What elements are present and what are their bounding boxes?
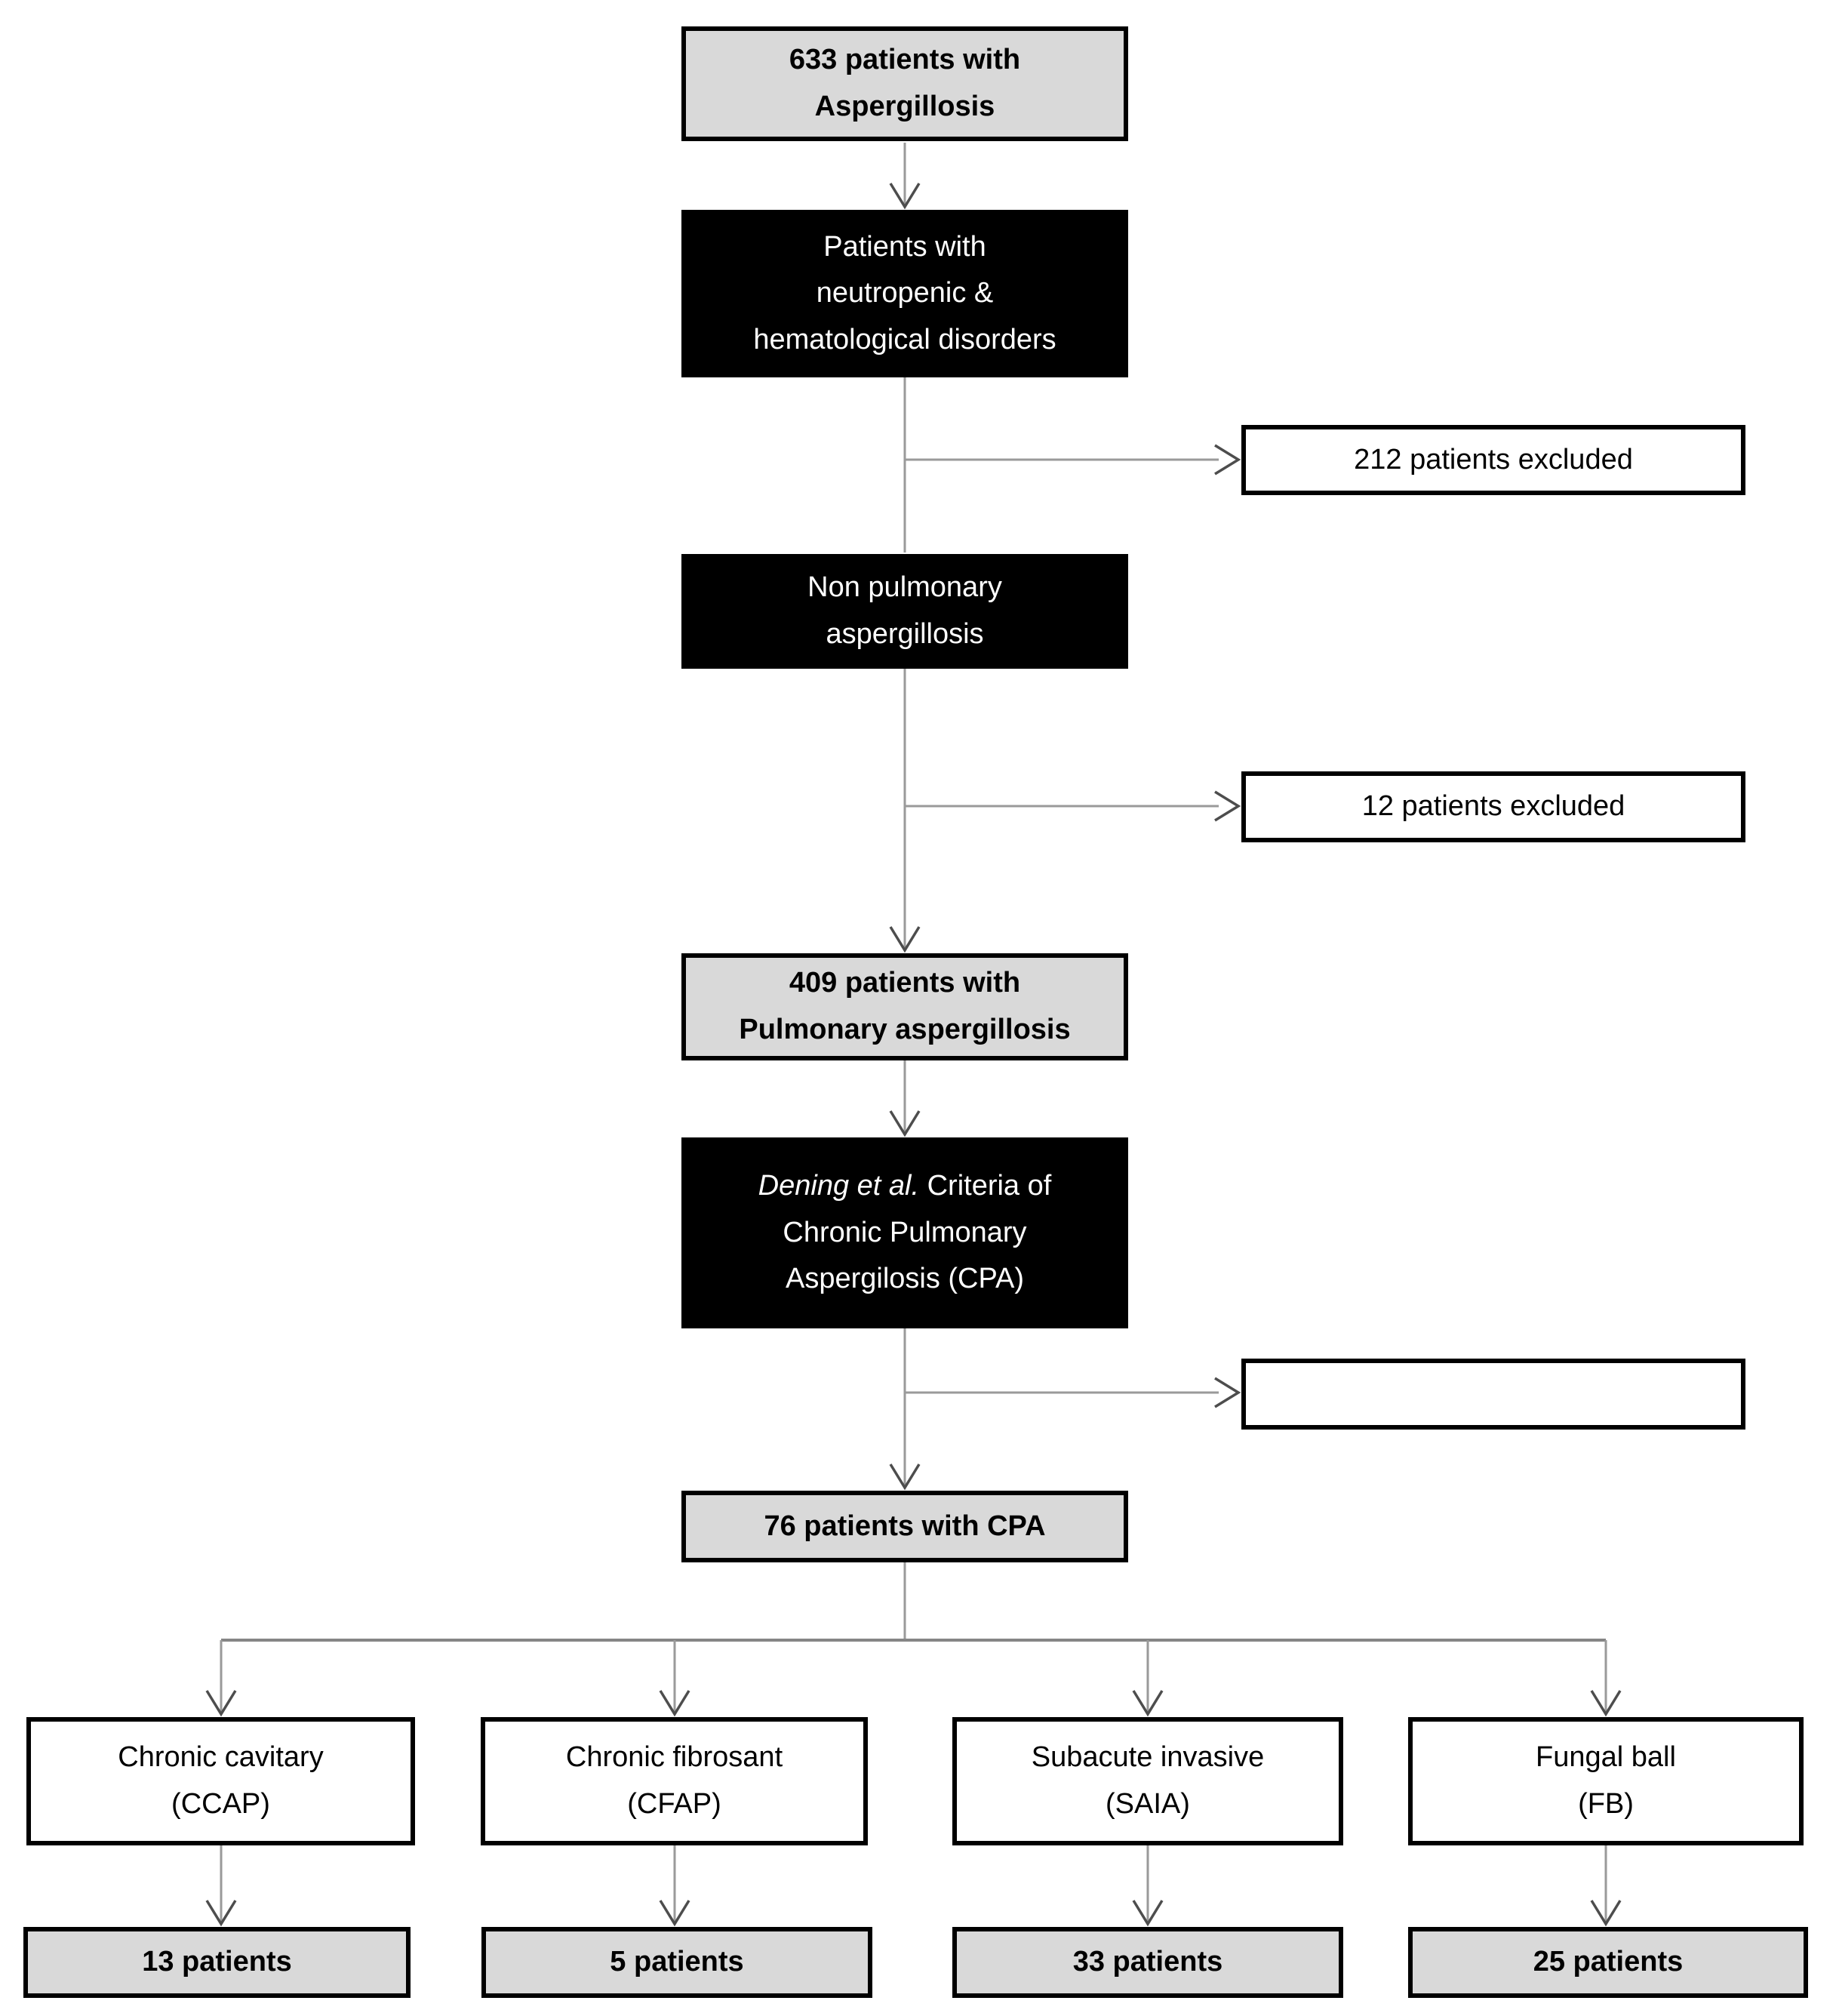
node-category-fb: Fungal ball (FB)	[1408, 1717, 1804, 1845]
node-neutropenic-hematological: Patients with neutropenic & hematologica…	[681, 210, 1128, 377]
arrow-branch-12-excluded	[905, 790, 1241, 822]
node-total-patients: 633 patients with Aspergillosis	[681, 26, 1128, 141]
node-count-ccap-label: 13 patients	[142, 1946, 292, 1978]
node-count-fb: 25 patients	[1408, 1927, 1808, 1998]
branch-connector	[205, 1562, 1622, 1717]
node-total-patients-label: 633 patients with Aspergillosis	[789, 44, 1021, 122]
node-pulmonary-409: 409 patients with Pulmonary aspergillosi…	[681, 953, 1128, 1060]
node-excluded-333	[1241, 1359, 1745, 1430]
node-category-saia: Subacute invasive (SAIA)	[952, 1717, 1343, 1845]
node-count-fb-label: 25 patients	[1533, 1946, 1684, 1978]
node-neutropenic-hematological-label: Patients with neutropenic & hematologica…	[753, 230, 1056, 355]
node-dening-criteria-label: Dening et al. Criteria of Chronic Pulmon…	[758, 1163, 1052, 1303]
node-cpa-76: 76 patients with CPA	[681, 1491, 1128, 1562]
dening-italic-text: Dening et al.	[758, 1170, 920, 1202]
node-excluded-212-label: 212 patients excluded	[1354, 443, 1633, 476]
node-category-ccap-label: Chronic cavitary (CCAP)	[118, 1741, 324, 1820]
dening-rest-text: Criteria of Chronic Pulmonary Aspergilos…	[783, 1170, 1052, 1295]
node-pulmonary-409-label: 409 patients with Pulmonary aspergillosi…	[739, 967, 1071, 1045]
node-count-saia: 33 patients	[952, 1927, 1343, 1998]
node-category-fb-label: Fungal ball (FB)	[1536, 1741, 1676, 1820]
node-category-cfap: Chronic fibrosant (CFAP)	[481, 1717, 868, 1845]
arrows-category-to-count	[205, 1845, 1622, 1927]
node-category-ccap: Chronic cavitary (CCAP)	[26, 1717, 415, 1845]
arrow-409-to-criteria	[889, 1060, 921, 1137]
arrow-nonpulmonary-to-409	[889, 669, 921, 953]
node-count-ccap: 13 patients	[23, 1927, 411, 1998]
node-count-cfap-label: 5 patients	[610, 1946, 744, 1978]
arrow-total-to-neutropenic	[889, 143, 921, 210]
node-excluded-212: 212 patients excluded	[1241, 425, 1745, 495]
arrow-branch-212-excluded	[905, 444, 1241, 476]
node-category-saia-label: Subacute invasive (SAIA)	[1031, 1741, 1265, 1820]
node-count-cfap: 5 patients	[481, 1927, 872, 1998]
node-dening-criteria: Dening et al. Criteria of Chronic Pulmon…	[681, 1137, 1128, 1328]
node-excluded-12: 12 patients excluded	[1241, 771, 1745, 842]
arrow-criteria-to-76	[889, 1328, 921, 1491]
node-count-saia-label: 33 patients	[1072, 1946, 1223, 1978]
node-excluded-12-label: 12 patients excluded	[1361, 790, 1625, 823]
arrow-branch-333-excluded	[905, 1377, 1241, 1408]
node-non-pulmonary-label: Non pulmonary aspergillosis	[807, 571, 1002, 650]
node-non-pulmonary: Non pulmonary aspergillosis	[681, 554, 1128, 669]
node-cpa-76-label: 76 patients with CPA	[764, 1510, 1046, 1542]
node-category-cfap-label: Chronic fibrosant (CFAP)	[565, 1741, 783, 1820]
